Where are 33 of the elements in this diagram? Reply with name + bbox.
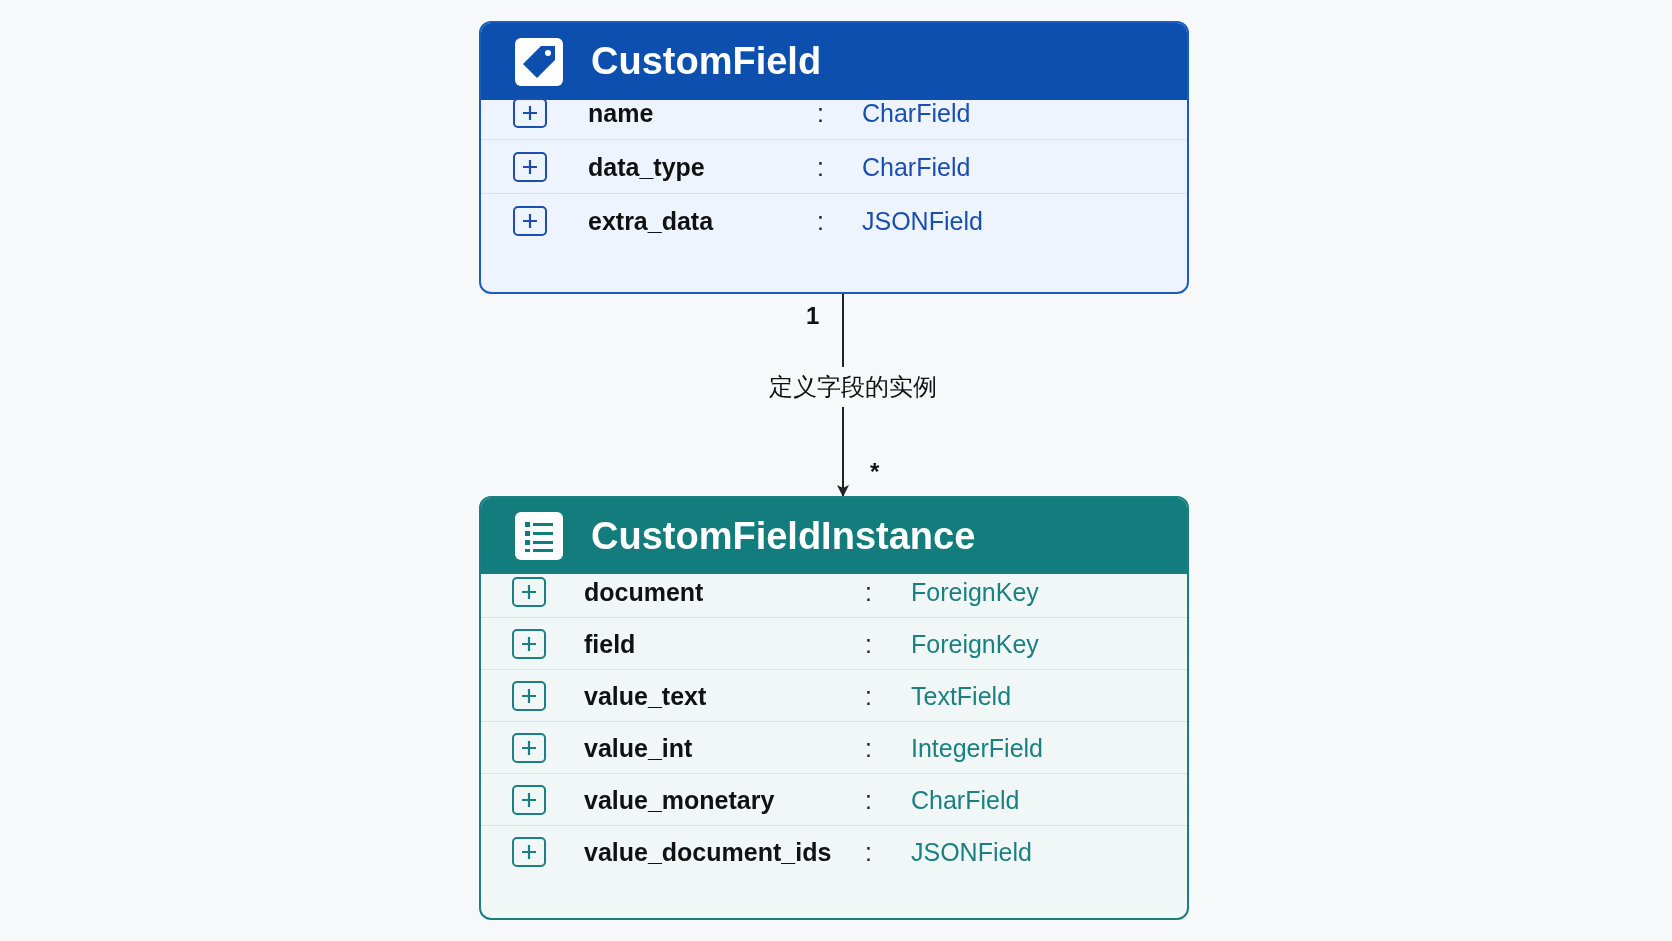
separator: : [865,733,872,762]
field-type: ForeignKey [911,577,1039,606]
field-name: value_int [584,733,693,762]
multiplicity-label: * [870,458,880,486]
field-type: CharField [862,152,971,181]
field-type: IntegerField [911,733,1044,762]
separator: : [865,681,872,710]
separator: : [817,206,824,236]
class-box [479,496,1189,920]
separator: : [865,577,872,606]
field-type: TextField [911,681,1012,710]
field-type: JSONField [862,206,983,236]
field-type: JSONField [911,837,1032,867]
field-name: value_text [584,681,707,710]
field-name: value_monetary [584,785,775,814]
multiplicity-label: 1 [806,302,820,330]
class-box [479,21,1189,294]
class-title: CustomFieldInstance [591,514,976,558]
separator: : [865,785,872,814]
field-name: value_document_ids [584,837,832,867]
separator: : [865,629,872,658]
field-name: data_type [588,152,705,181]
field-type: ForeignKey [911,629,1039,658]
separator: : [817,98,824,127]
field-name: document [584,577,704,606]
field-name: extra_data [588,206,714,236]
separator: : [865,837,872,867]
field-name: name [588,98,654,127]
field-name: field [584,629,636,658]
separator: : [817,152,824,181]
class-title: CustomField [591,40,822,83]
field-type: CharField [911,785,1020,814]
field-type: CharField [862,98,971,127]
